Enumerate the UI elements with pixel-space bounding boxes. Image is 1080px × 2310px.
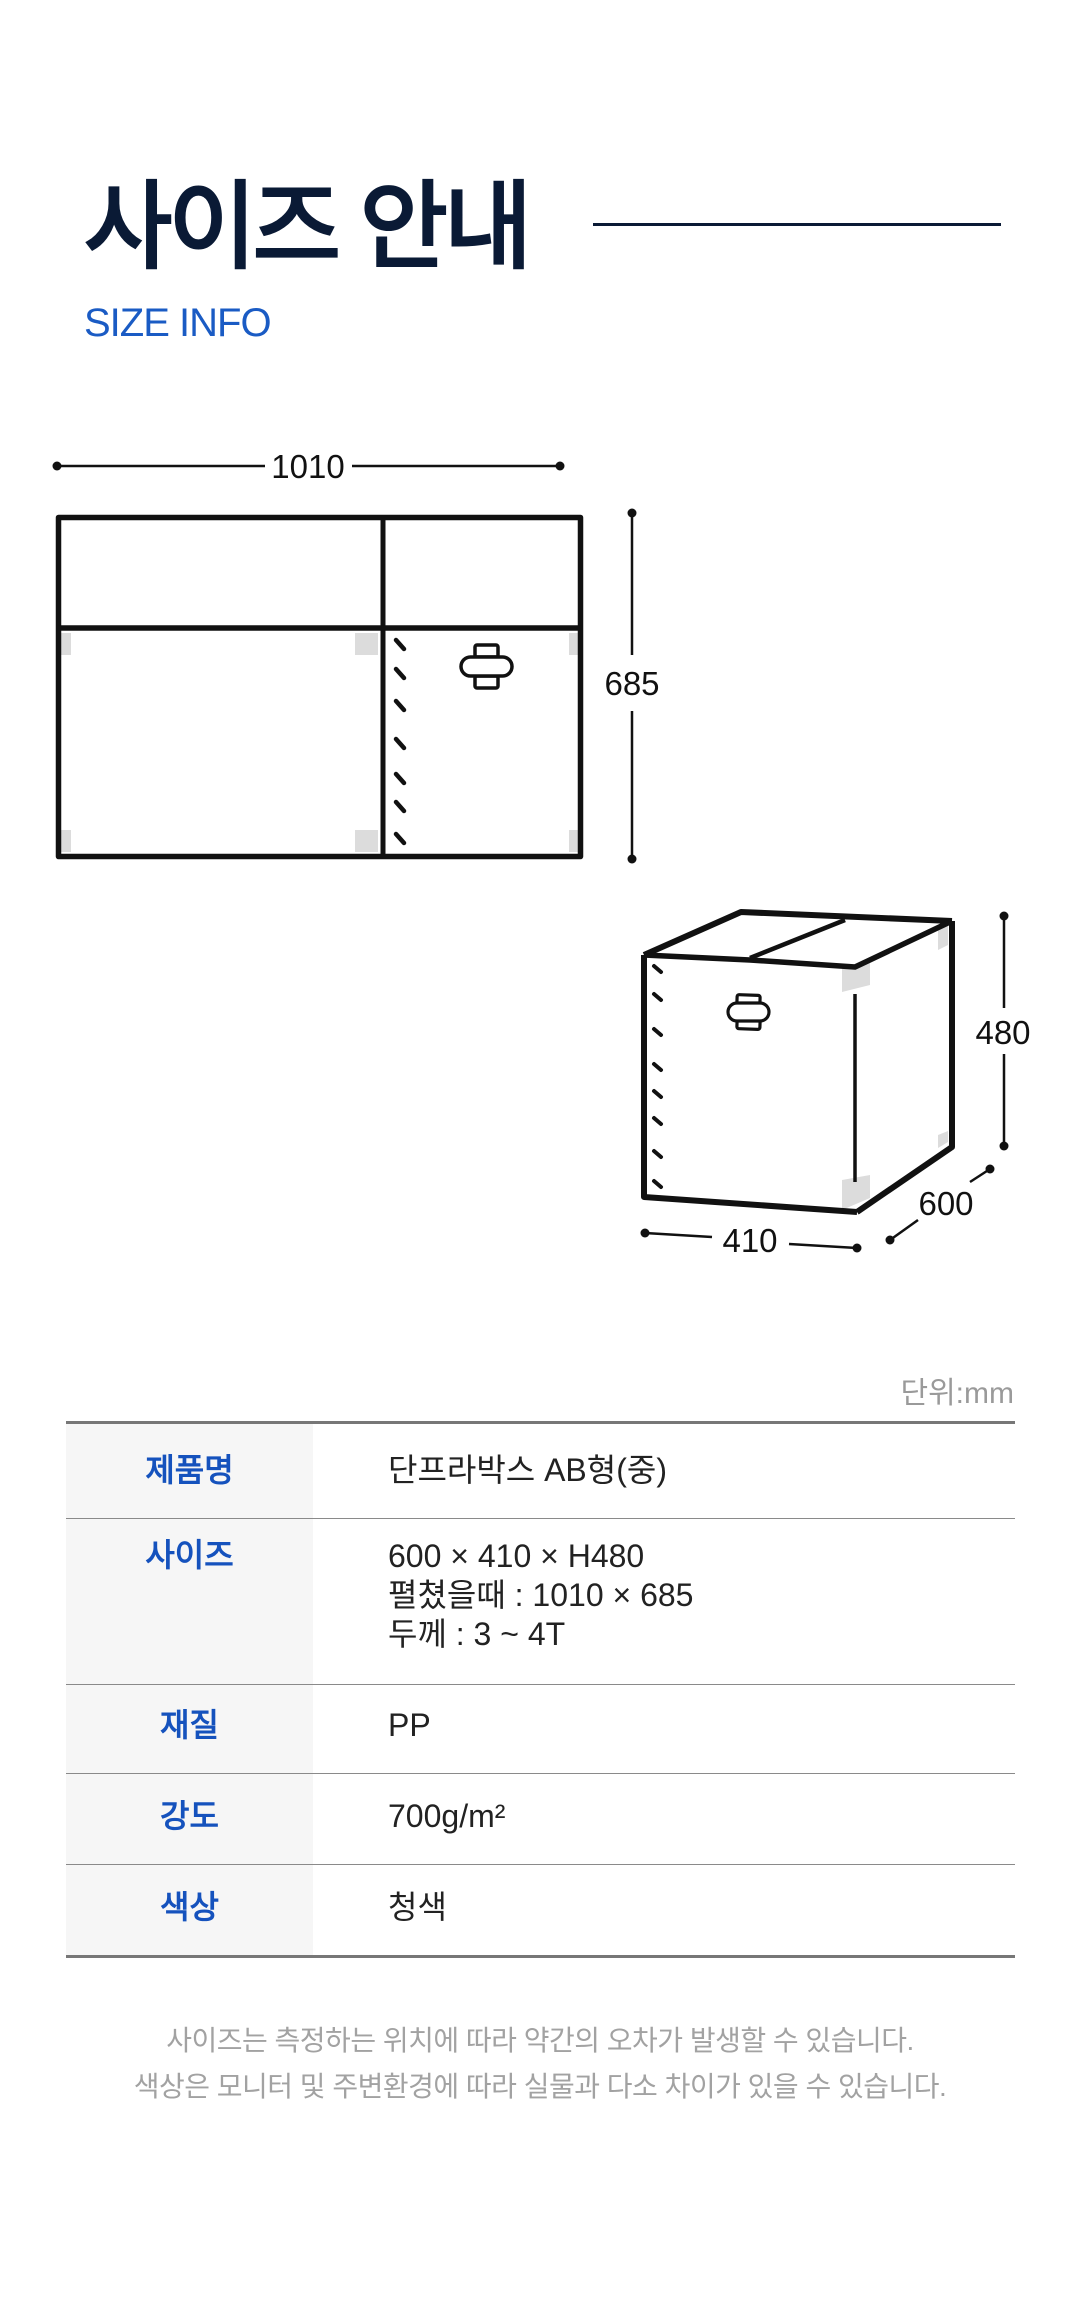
box-width-label: 410	[722, 1222, 777, 1259]
row-label: 재질	[66, 1684, 313, 1774]
spec-table: 제품명 단프라박스 AB형(중) 사이즈 600 × 410 × H480 펼쳤…	[66, 1421, 1015, 1958]
table-row-product-name: 제품명 단프라박스 AB형(중)	[66, 1422, 1015, 1519]
title-divider	[593, 223, 1001, 226]
row-value: 단프라박스 AB형(중)	[313, 1422, 1015, 1519]
note-color-variance: 색상은 모니터 및 주변환경에 따라 실물과 다소 차이가 있을 수 있습니다.	[133, 2071, 947, 2102]
unfolded-box-diagram: 1010	[52, 448, 660, 864]
table-row-material: 재질 PP	[66, 1684, 1015, 1774]
disclaimer-notes: 사이즈는 측정하는 위치에 따라 약간의 오차가 발생할 수 있습니다. 색상은…	[0, 2018, 1080, 2110]
flat-height-label: 685	[604, 665, 659, 702]
row-label: 색상	[66, 1864, 313, 1957]
row-value: 청색	[388, 1889, 447, 1925]
width-dimension-1010: 1010	[52, 448, 565, 485]
page-title: 사이즈 안내	[84, 174, 532, 281]
row-label: 사이즈	[66, 1518, 313, 1685]
flat-width-label: 1010	[271, 448, 344, 485]
size-thickness: 두께 : 3 ~ 4T	[388, 1616, 566, 1652]
unit-label: 단위:mm	[900, 1377, 1014, 1410]
size-unfolded: 펼쳤을때 : 1010 × 685	[388, 1577, 694, 1613]
depth-dimension-600: 600	[885, 1164, 995, 1245]
row-value: 700g/m²	[313, 1773, 1015, 1865]
box-depth-label: 600	[918, 1185, 973, 1222]
table-row-strength: 강도 700g/m²	[66, 1773, 1015, 1865]
note-size-tolerance: 사이즈는 측정하는 위치에 따라 약간의 오차가 발생할 수 있습니다.	[166, 2025, 914, 2056]
stitch-marks	[393, 637, 407, 846]
box-stitch-marks	[652, 964, 663, 1189]
table-row-color: 색상 청색	[66, 1864, 1015, 1957]
handle-icon	[459, 643, 514, 690]
row-value: PP	[313, 1684, 1015, 1774]
height-dimension-480: 480	[975, 911, 1031, 1151]
page-subtitle: SIZE INFO	[84, 301, 272, 345]
size-dimensions: 600 × 410 × H480	[388, 1538, 645, 1574]
height-dimension-685: 685	[604, 508, 660, 864]
row-label: 강도	[66, 1773, 313, 1865]
assembled-box-diagram: 480 600 410	[640, 909, 1031, 1259]
box-height-label: 480	[975, 1014, 1030, 1051]
table-row-size: 사이즈 600 × 410 × H480 펼쳤을때 : 1010 × 685 두…	[66, 1518, 1015, 1685]
width-dimension-410: 410	[640, 1222, 862, 1259]
box-tape-corners	[842, 924, 948, 1210]
row-label: 제품명	[66, 1422, 313, 1519]
tape-corners	[61, 633, 579, 852]
size-diagram: 1010	[52, 448, 1031, 1259]
row-value: 600 × 410 × H480 펼쳤을때 : 1010 × 685 두께 : …	[313, 1518, 1015, 1685]
box-handle-icon	[726, 993, 771, 1031]
